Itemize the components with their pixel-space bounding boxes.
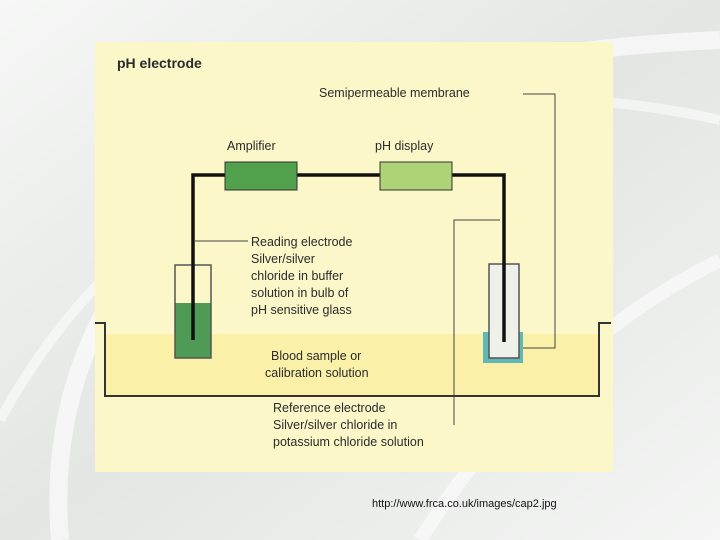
- bath-container: [95, 322, 611, 397]
- membrane-leader: [523, 93, 556, 349]
- sample-line-1: Blood sample or: [271, 349, 361, 363]
- ph-display-box: [379, 161, 453, 191]
- reading-electrode-line-2: Silver/silver: [251, 252, 315, 266]
- reading-electrode-line-1: Reading electrode: [251, 235, 353, 249]
- reference-electrode-label: Reference electrode Silver/silver chlori…: [273, 401, 424, 449]
- ph-electrode-diagram: pH electrode Amplifier pH display Semipe…: [95, 42, 613, 472]
- wire-right: [452, 173, 506, 342]
- diagram-title: pH electrode: [117, 55, 202, 71]
- wire-left: [191, 173, 225, 340]
- reference-electrode-line-1: Reference electrode: [273, 401, 386, 415]
- reference-electrode-line-3: potassium chloride solution: [273, 435, 424, 449]
- reading-electrode-line-4: solution in bulb of: [251, 286, 349, 300]
- ph-display-label: pH display: [375, 139, 434, 153]
- reading-electrode-line-5: pH sensitive glass: [251, 303, 352, 317]
- reading-electrode-label: Reading electrode Silver/silver chloride…: [251, 235, 356, 317]
- sample-label: Blood sample or calibration solution: [265, 349, 369, 380]
- membrane-label: Semipermeable membrane: [319, 86, 470, 100]
- source-credit: http://www.frca.co.uk/images/cap2.jpg: [372, 498, 557, 510]
- reading-electrode-line-3: chloride in buffer: [251, 269, 343, 283]
- amplifier-box: [224, 161, 298, 191]
- reference-electrode-leader: [453, 219, 500, 425]
- sample-line-2: calibration solution: [265, 366, 369, 380]
- amplifier-label: Amplifier: [227, 139, 276, 153]
- reference-electrode-line-2: Silver/silver chloride in: [273, 418, 397, 432]
- diagram-panel: [95, 42, 613, 472]
